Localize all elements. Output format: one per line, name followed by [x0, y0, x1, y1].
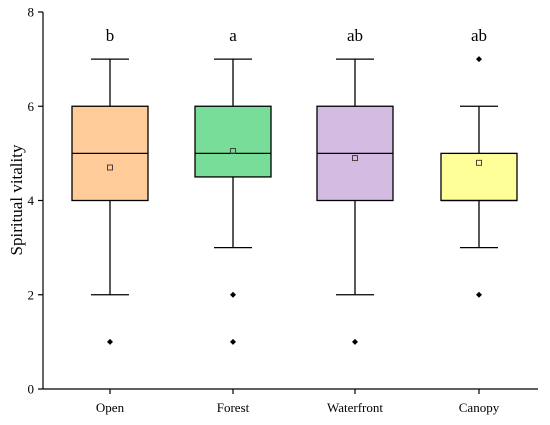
y-tick-label: 4	[28, 193, 35, 208]
y-ticks: 0 2 4 6 8	[28, 5, 43, 397]
outlier-point	[230, 338, 236, 345]
mean-marker	[230, 148, 236, 154]
y-tick-label: 8	[28, 5, 35, 20]
x-tick-label: Open	[96, 400, 125, 415]
significance-letter: a	[229, 26, 237, 45]
box-group-open: b	[71, 26, 149, 345]
outlier-point	[476, 291, 482, 298]
significance-letter: ab	[471, 26, 487, 45]
y-axis-title: Spiritual vitality	[7, 144, 26, 255]
y-tick-label: 2	[28, 287, 35, 302]
x-tick-label: Waterfront	[327, 400, 383, 415]
significance-letter: ab	[347, 26, 363, 45]
significance-letter: b	[106, 26, 115, 45]
outlier-point	[352, 338, 358, 345]
mean-marker	[476, 159, 482, 166]
mean-marker	[352, 155, 358, 162]
box-group-waterfront: ab	[316, 26, 394, 345]
boxes: b a ab ab	[71, 26, 518, 345]
iqr-box	[194, 105, 272, 178]
outlier-point	[476, 56, 482, 63]
x-tick-label: Forest	[217, 400, 250, 415]
x-tick-label: Canopy	[459, 400, 500, 415]
box-group-forest: a	[194, 26, 272, 345]
outlier-point	[107, 338, 113, 345]
outlier-point	[230, 291, 236, 298]
mean-marker	[107, 164, 113, 171]
y-tick-label: 6	[28, 99, 35, 114]
box-group-canopy: ab	[440, 26, 518, 298]
y-tick-label: 0	[28, 382, 35, 397]
x-tick-labels: Open Forest Waterfront Canopy	[96, 389, 500, 415]
